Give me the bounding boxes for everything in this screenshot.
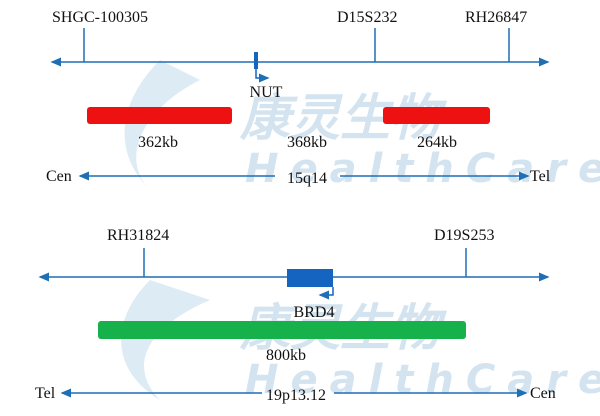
marker-label: RH31824 — [107, 227, 169, 244]
orientation-left-label: Tel — [35, 385, 56, 402]
deletion-bar — [98, 321, 466, 339]
orientation-left-label: Cen — [46, 168, 72, 185]
gene-label: NUT — [250, 84, 283, 101]
marker-label: D15S232 — [337, 9, 397, 26]
segment-size-label: 800kb — [266, 347, 306, 364]
band-label: 15q14 — [287, 170, 327, 187]
marker-label: RH26847 — [465, 9, 527, 26]
watermark-en-text: HealthCare — [245, 146, 600, 192]
orientation-right-label: Tel — [530, 168, 551, 185]
segment-size-label: 368kb — [287, 134, 327, 151]
gene-brd4-box — [287, 269, 333, 287]
transcription-arrow-icon — [318, 287, 334, 300]
gene-label: BRD4 — [294, 304, 335, 321]
deletion-bar — [87, 107, 232, 124]
watermark-en-text: HealthCare — [245, 357, 600, 403]
watermark-logo: 康灵生物 HealthCare 康灵生物 HealthCare — [121, 60, 600, 403]
gene-nut-mark — [254, 52, 258, 69]
band-label: 19p13.12 — [266, 387, 326, 404]
marker-label: D19S253 — [434, 227, 494, 244]
panel-15q14: SHGC-100305 D15S232 RH26847 NUT 362kb 36… — [46, 9, 551, 187]
segment-size-label: 362kb — [138, 134, 178, 151]
transcription-arrow-icon — [255, 69, 270, 83]
deletion-bar — [383, 107, 490, 124]
segment-size-label: 264kb — [417, 134, 457, 151]
panel-19p13-12: RH31824 D19S253 BRD4 800kb Tel 19p13.12 … — [35, 227, 556, 404]
marker-label: SHGC-100305 — [52, 9, 148, 26]
orientation-right-label: Cen — [530, 385, 556, 402]
